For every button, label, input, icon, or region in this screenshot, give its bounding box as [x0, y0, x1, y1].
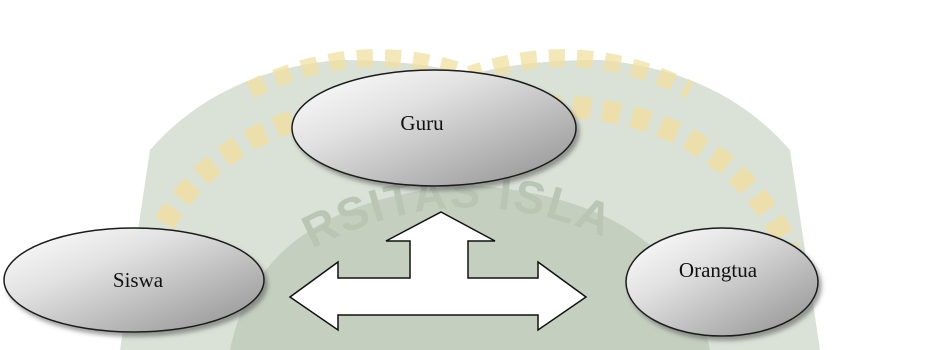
- node-guru: Guru: [291, 69, 577, 187]
- node-orangtua: Orangtua: [625, 227, 819, 337]
- node-siswa-shape: [3, 227, 265, 333]
- node-siswa: Siswa: [3, 227, 265, 333]
- node-siswa-label: Siswa: [113, 268, 164, 292]
- node-guru-shape: [291, 69, 577, 187]
- node-orangtua-shape: [625, 227, 819, 337]
- three-way-arrow: [288, 211, 588, 332]
- node-orangtua-label: Orangtua: [679, 258, 758, 282]
- node-guru-label: Guru: [400, 111, 444, 135]
